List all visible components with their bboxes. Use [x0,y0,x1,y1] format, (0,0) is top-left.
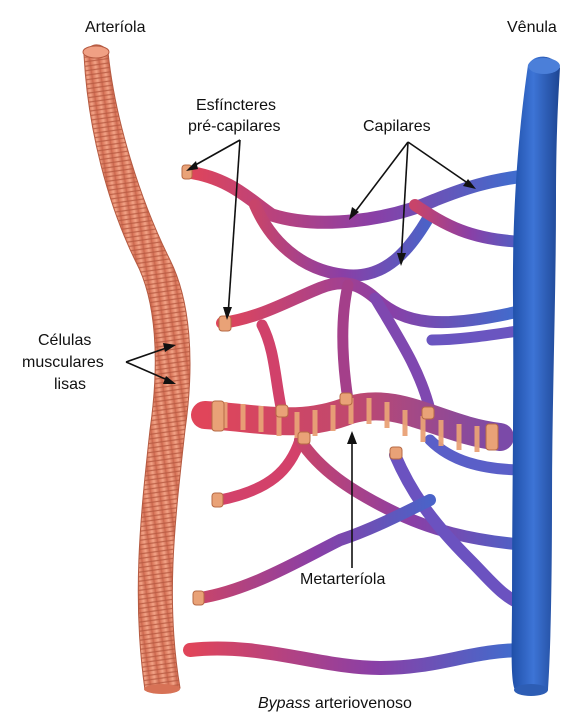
venule-label: Vênula [507,19,557,36]
sphincter-meta-5 [276,405,288,417]
capillaries-label: Capilares [363,118,431,135]
sphincter-meta-3 [390,447,402,459]
capillary-lower-a [220,440,300,500]
smooth-muscle-label-line1: Células [38,332,91,349]
sphincter-meta-2 [340,393,352,405]
arteriole-label: Arteríola [85,19,146,36]
sphincter-meta-4 [422,407,434,419]
bypass-label-rest: arteriovenoso [310,695,411,712]
capillary-right-link [432,330,525,340]
bypass-label-italic: Bypass [258,695,310,712]
sphincter-lower [212,493,223,507]
bypass-label: Bypass arteriovenoso [258,695,412,712]
sphincters-label-line1: Esfíncteres [196,97,276,114]
sphincter-meta-start [212,401,224,431]
capillary-drop-mid [343,285,348,400]
capillary-top [188,172,525,222]
sphincter-bottom [193,591,204,605]
bypass-vessel [190,648,525,668]
smooth-muscle-label-line2: musculares [22,354,104,371]
capillary-drop-left [262,325,282,412]
sphincters-label-line2: pré-capilares [188,118,280,135]
metarteriole-label: Metarteríola [300,571,385,588]
sphincter-second [219,316,231,331]
sphincter-meta-1 [298,432,310,444]
smooth-muscle-label-line3: lisas [54,376,86,393]
venule-vessel [512,57,560,696]
sphincter-meta-end [486,424,498,450]
